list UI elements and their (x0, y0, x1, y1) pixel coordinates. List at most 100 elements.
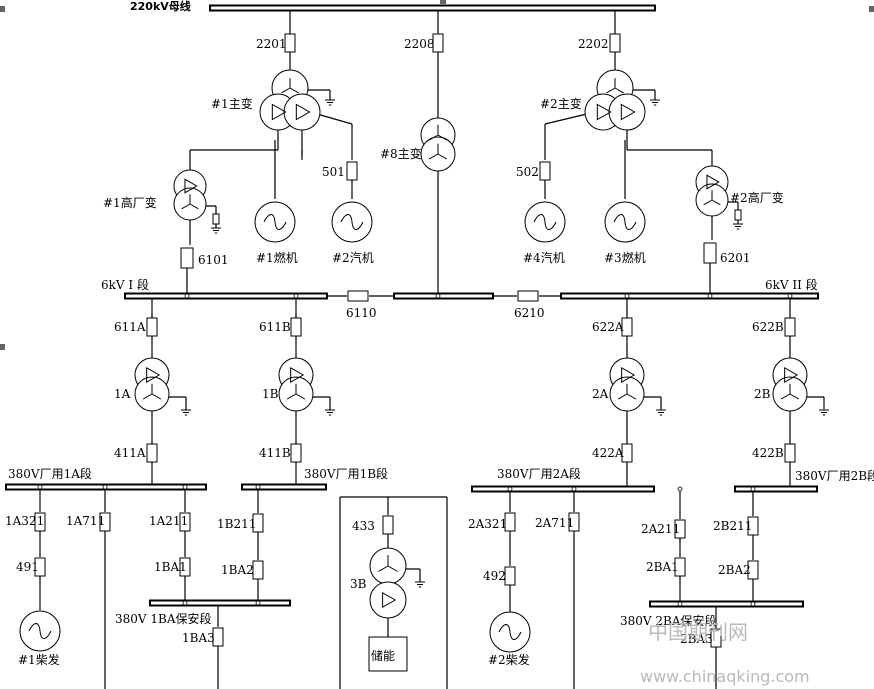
ground-icon (415, 581, 425, 588)
main-transformer-1-winding-b (283, 93, 321, 131)
label-bus2BA: 380V 2BA保安段 (620, 613, 717, 628)
node (293, 293, 299, 299)
node (435, 293, 441, 299)
label-b411A: 411A (114, 446, 146, 460)
breaker-b422A (621, 443, 633, 463)
delta-symbol (290, 366, 305, 384)
label-b2A321: 2A321 (468, 517, 507, 531)
breaker-2201 (284, 33, 296, 53)
label-b2A711: 2A711 (535, 516, 574, 530)
label-b491: 491 (16, 560, 39, 574)
wye-symbol (286, 383, 306, 400)
breaker-2ba1 (674, 557, 686, 577)
wye-symbol (142, 383, 162, 400)
wye-symbol (703, 190, 721, 206)
label-b622A: 622A (592, 320, 624, 334)
bus-6kv-section-2 (560, 292, 819, 300)
delta-symbol (271, 103, 287, 121)
node (750, 486, 756, 492)
label-b422B: 422B (752, 446, 784, 460)
label-b6110: 6110 (346, 306, 377, 320)
label-b1BA2: 1BA2 (221, 563, 254, 577)
label-b6101: 6101 (198, 253, 229, 267)
label-t2B: 2B (754, 387, 771, 401)
label-bus1A: 380V厂用1A段 (8, 466, 92, 481)
breaker-492 (504, 566, 516, 586)
label-b2BA1: 2BA1 (646, 560, 679, 574)
label-b411B: 411B (259, 446, 291, 460)
bus-380v-1b (241, 483, 327, 491)
label-bus2A: 380V厂用2A段 (497, 466, 581, 481)
label-b6210: 6210 (514, 306, 545, 320)
ground-icon (819, 409, 829, 416)
delta-symbol (706, 174, 720, 190)
grounding-resistor (734, 209, 742, 221)
label-b622B: 622B (752, 320, 784, 334)
label-bus6k2: 6kV II 段 (765, 277, 818, 292)
bus-380v-2a (471, 485, 655, 493)
node (750, 601, 756, 607)
breaker-1ba1 (179, 557, 191, 577)
breaker-2a321 (504, 512, 516, 532)
bus-380v-2ba-emergency (649, 600, 804, 608)
label-g4: #4汽机 (523, 250, 565, 265)
label-b1B211: 1B211 (217, 517, 256, 531)
wye-symbol (780, 383, 800, 400)
node (571, 486, 577, 492)
node (102, 484, 108, 490)
delta-symbol (620, 103, 636, 121)
generator-1-gas-sine (263, 214, 287, 230)
bus-220kv-label: 220kV母线 (130, 0, 191, 13)
delta-symbol (621, 366, 636, 384)
watermark-url: www.chinaqking.com (640, 667, 810, 686)
label-t2A: 2A (592, 387, 609, 401)
generator-3-gas-sine (613, 214, 637, 230)
breaker-1a321 (34, 512, 46, 532)
wye-symbol (428, 143, 448, 160)
bus-380v-1ba-emergency (149, 599, 291, 607)
breaker-b411B (290, 443, 302, 463)
node (37, 484, 43, 490)
wye-symbol (281, 78, 299, 94)
breaker-2ba3 (710, 628, 722, 648)
breaker-433 (382, 515, 394, 535)
node (507, 486, 513, 492)
label-b2B211: 2B211 (713, 519, 752, 533)
generator-2-steam-sine (340, 214, 364, 230)
label-b2BA2: 2BA2 (718, 563, 751, 577)
label-bus2B: 380V厂用2B段 (795, 468, 874, 483)
transformer-3b-winding-lv (369, 581, 407, 619)
ground-icon (211, 227, 221, 234)
node (255, 484, 261, 490)
energy-storage-label: 储能 (371, 648, 395, 663)
label-t1A: 1A (114, 387, 131, 401)
bus-6kv-middle (393, 292, 494, 300)
node (184, 293, 190, 299)
bus-6kv-section-1 (124, 292, 328, 300)
breaker-2a211 (674, 519, 686, 539)
generator-4-steam-sine (533, 214, 557, 230)
breaker-611b (290, 317, 302, 337)
label-b502: 502 (516, 165, 539, 179)
node (707, 293, 713, 299)
label-b2201: 2201 (256, 37, 287, 51)
ground-icon (650, 99, 660, 106)
wye-symbol (428, 124, 448, 141)
diesel-generator-1-sine (28, 623, 52, 639)
ground-icon (325, 409, 335, 416)
breaker-2208 (432, 33, 444, 53)
node (182, 600, 188, 606)
label-d2: #2柴发 (488, 652, 530, 667)
label-t3B: 3B (350, 577, 367, 591)
label-g1: #1燃机 (256, 250, 298, 265)
breaker-2202 (609, 33, 621, 53)
label-t1hv: #1高厂变 (103, 195, 157, 210)
ground-icon (325, 99, 335, 106)
label-b1BA3: 1BA3 (182, 631, 215, 645)
bus-220kv (209, 4, 656, 12)
ground-icon (733, 223, 743, 230)
delta-symbol (784, 366, 799, 384)
breaker-1a211 (179, 512, 191, 532)
wye-symbol (181, 194, 199, 210)
